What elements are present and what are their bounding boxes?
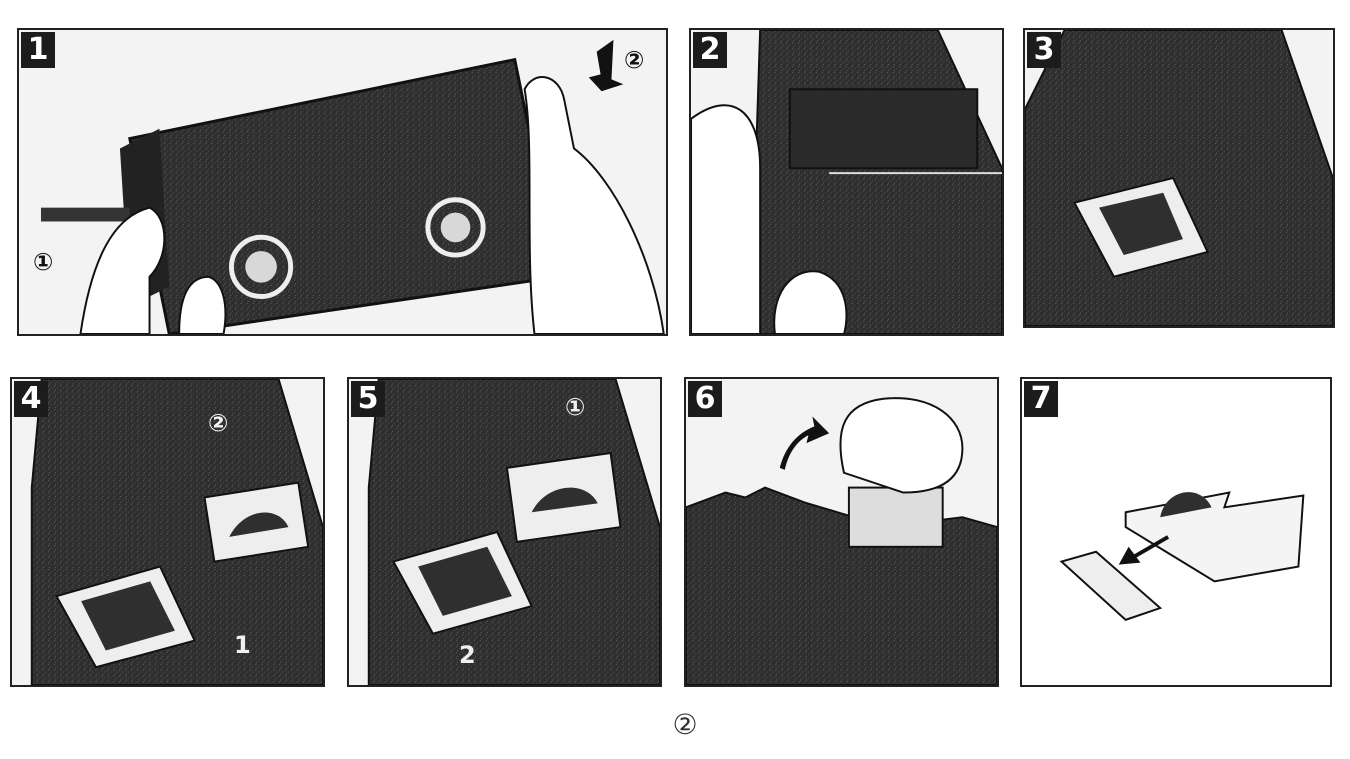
cassette-body bbox=[1025, 30, 1333, 326]
step-3-illustration bbox=[1025, 30, 1333, 326]
cassette-body bbox=[367, 379, 660, 685]
step-4-illustration bbox=[30, 379, 323, 685]
tape-lead bbox=[40, 207, 130, 222]
reel-hub-left bbox=[245, 251, 277, 283]
step-2-panel: 2 bbox=[689, 28, 1004, 336]
step-2-number: 2 bbox=[693, 32, 727, 68]
step-1-panel: 1 ① ② bbox=[17, 28, 668, 336]
hand bbox=[691, 104, 762, 334]
step-4-number: 4 bbox=[14, 381, 48, 417]
lock-clip bbox=[847, 486, 944, 548]
step-1-illustration bbox=[40, 39, 665, 334]
step-2-illustration bbox=[691, 30, 1002, 334]
arrow-shaft bbox=[1129, 535, 1170, 561]
step-6-panel: 6 bbox=[684, 377, 999, 687]
reel-hole-left bbox=[228, 234, 294, 299]
finger bbox=[773, 270, 848, 334]
step-1-number: 1 bbox=[21, 32, 55, 68]
thumb bbox=[839, 397, 964, 494]
tab-piece bbox=[1059, 550, 1163, 621]
step-3-panel: 3 bbox=[1023, 28, 1335, 328]
arrow-head bbox=[1118, 546, 1141, 565]
step-6-number: 6 bbox=[688, 381, 722, 417]
callout-circle-2: ② bbox=[208, 409, 229, 437]
step-3-number: 3 bbox=[1027, 32, 1061, 68]
step-4-panel: 4 ② 1 bbox=[10, 377, 325, 687]
cassette-body bbox=[686, 486, 997, 685]
callout-circle-1: ① bbox=[33, 248, 54, 276]
thumb bbox=[178, 275, 227, 334]
lock-clip-right-notch bbox=[531, 487, 598, 513]
left-hand bbox=[79, 206, 166, 334]
lock-clip-opening bbox=[1099, 192, 1183, 255]
reel-hole-right bbox=[425, 197, 486, 258]
lock-clip-right-notch bbox=[229, 512, 289, 537]
callout-1: 1 bbox=[234, 631, 251, 659]
step-5-number: 5 bbox=[351, 381, 385, 417]
callout-2: 2 bbox=[459, 641, 476, 669]
lock-clip-left-opening bbox=[81, 581, 175, 651]
step-5-illustration bbox=[367, 379, 660, 685]
step-7-illustration bbox=[1059, 491, 1305, 621]
reel-hub-right bbox=[440, 212, 471, 243]
right-hand bbox=[523, 76, 665, 334]
cassette-door bbox=[788, 88, 979, 170]
page-number: ② bbox=[672, 708, 698, 741]
arrow-up bbox=[588, 39, 624, 92]
step-7-panel: 7 bbox=[1020, 377, 1332, 687]
lock-clip-notch bbox=[1160, 492, 1212, 518]
lock-clip-left-opening bbox=[418, 546, 512, 616]
step-7-number: 7 bbox=[1024, 381, 1058, 417]
curved-arrow bbox=[779, 416, 830, 470]
step-5-panel: 5 ① 2 bbox=[347, 377, 662, 687]
lock-clip bbox=[1124, 491, 1305, 583]
callout-circle-2: ② bbox=[624, 46, 645, 74]
callout-circle-1: ① bbox=[565, 393, 586, 421]
step-6-illustration bbox=[686, 397, 997, 685]
